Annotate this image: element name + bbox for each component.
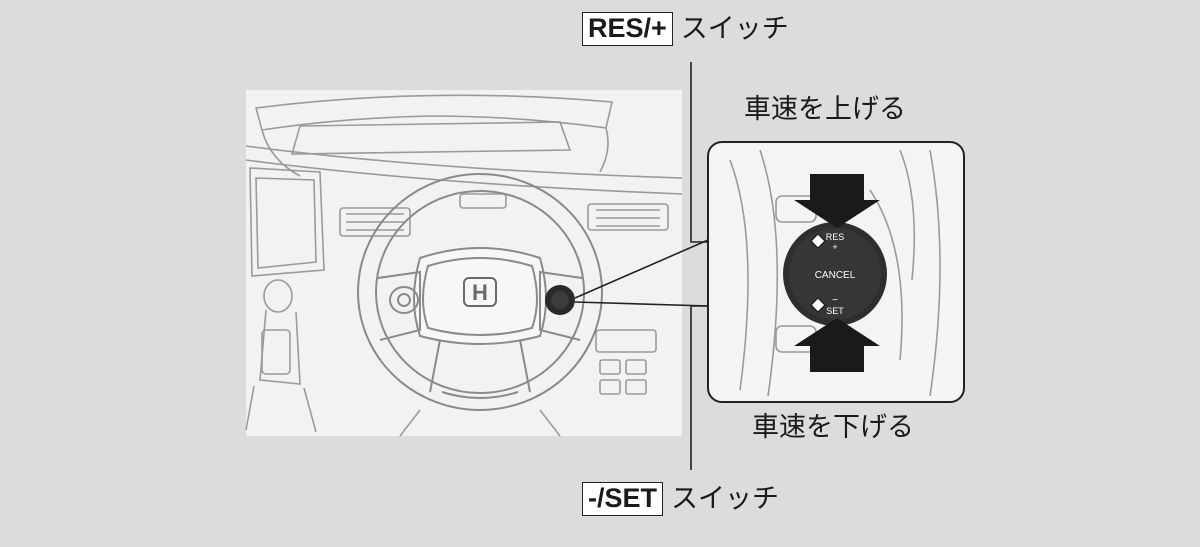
gear-shifter — [245, 279, 317, 433]
res-switch-label: RES/+スイッチ — [582, 12, 789, 46]
set-button-name: -/SET — [582, 482, 664, 516]
speed-up-label: 車速を上げる — [744, 94, 906, 125]
steering-wheel — [357, 173, 603, 411]
set-button-text: SET — [826, 306, 844, 316]
steering-cruise-control-icon — [545, 285, 575, 315]
set-switch-suffix: スイッチ — [671, 483, 780, 515]
res-switch-suffix: スイッチ — [680, 13, 789, 45]
set-marker — [809, 296, 827, 314]
set-minus-text: − — [832, 295, 838, 306]
res-marker — [809, 232, 827, 250]
press-up-arrow-icon — [794, 318, 880, 372]
speed-down-label: 車速を下げる — [752, 412, 914, 443]
right-vent — [587, 203, 669, 231]
res-button-name: RES/+ — [582, 12, 673, 46]
press-down-arrow-icon — [794, 174, 880, 228]
zoom-inset: RES + CANCEL − SET — [707, 141, 965, 403]
cruise-control-pad: RES + CANCEL − SET — [783, 222, 887, 326]
logo-letter: H — [472, 280, 488, 305]
cancel-button-text: CANCEL — [815, 270, 856, 281]
res-button-text: RES — [826, 232, 845, 242]
honda-logo-icon: H — [463, 277, 497, 307]
res-plus-text: + — [832, 242, 837, 252]
